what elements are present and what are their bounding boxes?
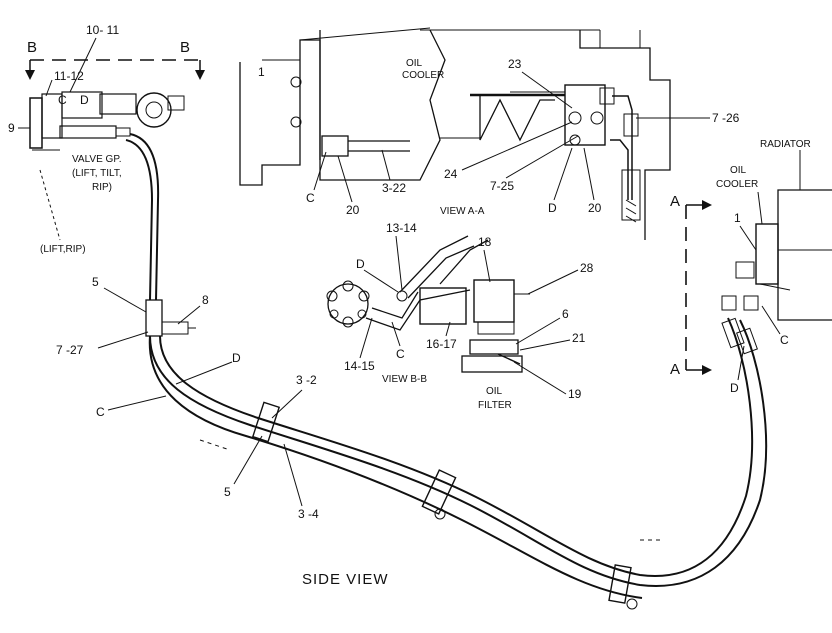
- callout-6: 6: [562, 307, 569, 321]
- callout-c-bb: C: [396, 347, 405, 361]
- callout-20-right: 20: [588, 201, 602, 215]
- view-aa-drawing: [239, 27, 671, 240]
- callout-7-25: 7-25: [490, 179, 514, 193]
- callout-3-22: 3-22: [382, 181, 406, 195]
- section-a-top-mark: A: [670, 193, 681, 210]
- callout-28: 28: [580, 261, 594, 275]
- callout-7-26: 7 -26: [712, 111, 740, 125]
- oil-cooler-right-line2: COOLER: [716, 179, 758, 190]
- callout-d-side: D: [232, 351, 241, 365]
- callout-13-14: 13-14: [386, 221, 417, 235]
- valve-group-label-3: RIP): [92, 182, 112, 193]
- lift-rip-label: (LIFT,RIP): [40, 244, 86, 255]
- callout-5-bottom: 5: [224, 485, 231, 499]
- callout-21: 21: [572, 331, 586, 345]
- callout-3-4: 3 -4: [298, 507, 319, 521]
- oil-filter-line1: OIL: [486, 386, 503, 397]
- callout-c-side: C: [96, 405, 105, 419]
- callout-14-15: 14-15: [344, 359, 375, 373]
- callout-5-top: 5: [92, 275, 99, 289]
- view-aa-title: VIEW A-A: [440, 206, 485, 217]
- callout-d-aa: D: [548, 201, 557, 215]
- side-view-title: SIDE VIEW: [302, 571, 389, 588]
- callout-1-right: 1: [734, 211, 741, 225]
- callout-d-valve: D: [80, 93, 89, 107]
- callout-c-valve: C: [58, 93, 67, 107]
- oil-cooler-top-line1: OIL: [406, 58, 423, 69]
- callout-d-bb: D: [356, 257, 365, 271]
- callout-c-aa: C: [306, 191, 315, 205]
- view-bb-drawing: [326, 235, 530, 373]
- oil-cooler-right-line1: OIL: [730, 165, 747, 176]
- callout-8: 8: [202, 293, 209, 307]
- callout-20-left: 20: [346, 203, 360, 217]
- section-b-indicator: [25, 59, 205, 80]
- valve-group-label-2: (LIFT, TILT,: [72, 168, 122, 179]
- callout-23: 23: [508, 57, 522, 71]
- oil-cooler-top-line2: COOLER: [402, 70, 444, 81]
- callout-16-17: 16-17: [426, 337, 457, 351]
- callout-10-11: 10- 11: [86, 23, 119, 37]
- radiator-drawing: [721, 189, 832, 321]
- section-a-indicator: [685, 200, 712, 375]
- callout-9: 9: [8, 121, 15, 135]
- side-view-hoses: [125, 133, 768, 610]
- callout-11-12: 11-12: [54, 69, 84, 83]
- callout-19: 19: [568, 387, 582, 401]
- section-b-left-mark: B: [27, 39, 38, 56]
- valve-group-label-1: VALVE GP.: [72, 154, 121, 165]
- callout-18: 18: [478, 235, 492, 249]
- section-b-right-mark: B: [180, 39, 191, 56]
- view-bb-title: VIEW B-B: [382, 374, 427, 385]
- radiator-label: RADIATOR: [760, 139, 811, 150]
- callout-c-right: C: [780, 333, 789, 347]
- callout-1-top: 1: [258, 65, 265, 79]
- callout-7-27: 7 -27: [56, 343, 84, 357]
- callout-3-2: 3 -2: [296, 373, 317, 387]
- section-a-bottom-mark: A: [670, 361, 681, 378]
- valve-group-drawing: [29, 91, 185, 241]
- oil-filter-line2: FILTER: [478, 400, 512, 411]
- callout-d-right: D: [730, 381, 739, 395]
- callout-24: 24: [444, 167, 458, 181]
